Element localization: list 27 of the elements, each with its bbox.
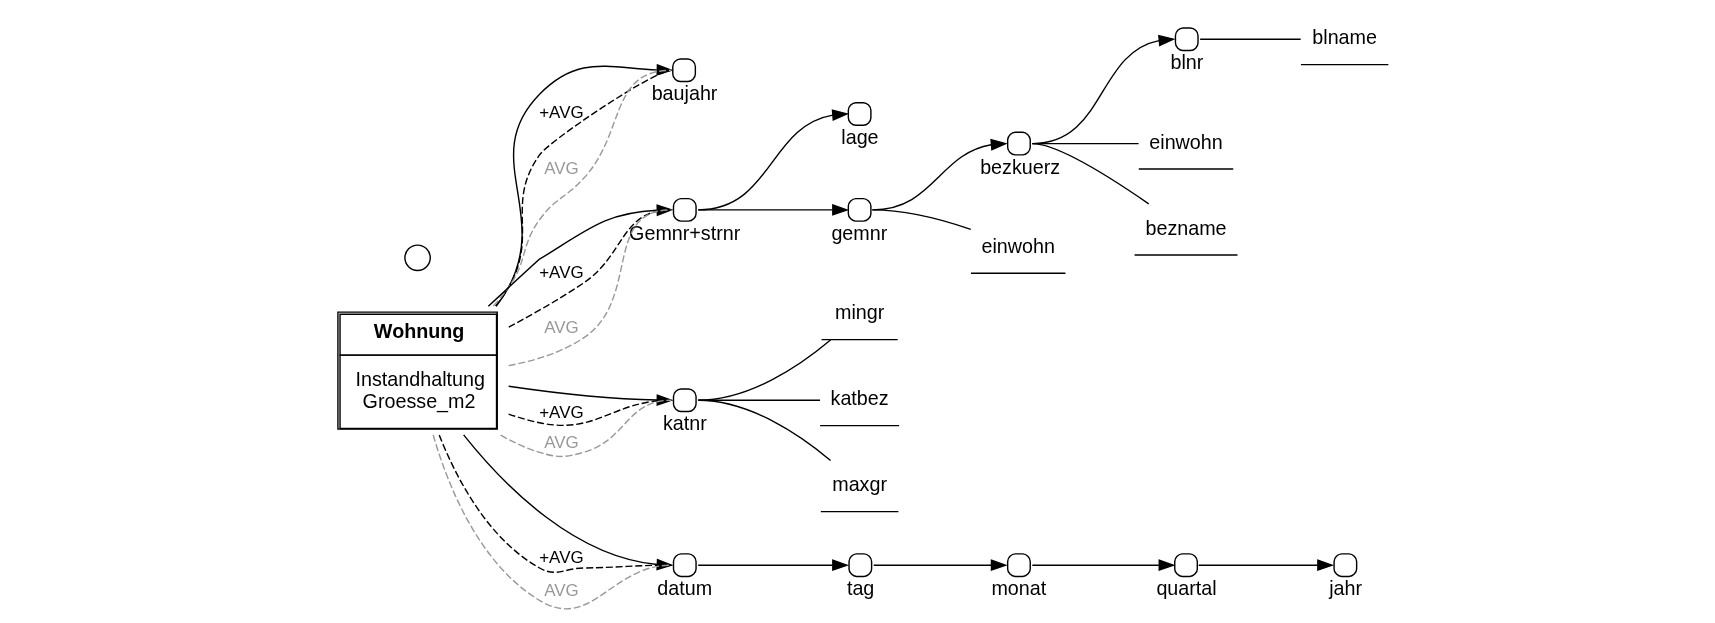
node-label: Gemnr+strnr [629, 221, 741, 244]
node-label: katnr [662, 412, 707, 435]
node-text: maxgr [832, 473, 888, 496]
node-text: einwohn [981, 235, 1055, 258]
edge-label: AVG [544, 432, 579, 452]
node-label: gemnr [831, 221, 888, 244]
node-label: baujahr [651, 82, 718, 105]
edge-label: +AVG [539, 548, 584, 568]
node-text: blname [1312, 26, 1377, 49]
node-label: lage [841, 125, 879, 148]
node-label: tag [846, 577, 875, 600]
edge-label: AVG [544, 318, 579, 338]
node-label: blnr [1170, 51, 1204, 74]
node-text: katbez [830, 387, 889, 410]
node-label: datum [657, 577, 713, 600]
node-text: bezname [1145, 216, 1227, 239]
edge-label: AVG [544, 580, 579, 600]
node-label: bezkuerz [980, 155, 1061, 178]
node-label: jahr [1329, 577, 1363, 600]
node-label: monat [991, 577, 1047, 600]
node-label: quartal [1156, 577, 1217, 600]
edge-label: +AVG [539, 402, 584, 422]
node-text: mingr [834, 301, 885, 324]
edge-label: +AVG [539, 263, 584, 283]
node-text: einwohn [1149, 130, 1223, 153]
edge-label: +AVG [539, 102, 584, 122]
edge-label: AVG [544, 159, 579, 179]
